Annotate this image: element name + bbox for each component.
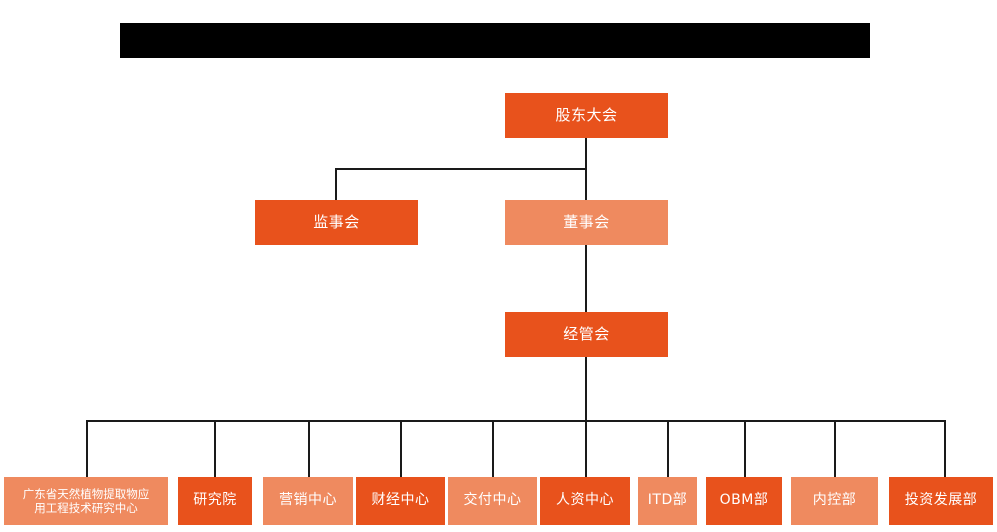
node-obm-department[interactable]: OBM部 (706, 477, 782, 525)
node-itd-department[interactable]: ITD部 (638, 477, 697, 525)
node-management-committee[interactable]: 经管会 (505, 312, 668, 357)
connector-main-bus-departments (86, 420, 946, 422)
node-label-guangdong-research-center: 广东省天然植物提取物应 用工程技术研究中心 (22, 486, 150, 515)
connector-bus-to-board-of-supervisors (335, 168, 337, 201)
node-delivery-center[interactable]: 交付中心 (448, 477, 537, 525)
connector-management-to-main-bus (585, 357, 587, 421)
connector-stub-itd-department (667, 420, 669, 477)
node-label-research-institute: 研究院 (193, 492, 237, 509)
node-label-marketing-center: 营销中心 (279, 492, 337, 509)
node-finance-center[interactable]: 财经中心 (356, 477, 445, 525)
node-hr-center[interactable]: 人资中心 (540, 477, 630, 525)
connector-stub-delivery-center (492, 420, 494, 477)
node-label-management-committee: 经管会 (563, 325, 610, 344)
node-label-internal-control-department: 内控部 (812, 492, 857, 509)
node-marketing-center[interactable]: 营销中心 (263, 477, 353, 525)
connector-stub-guangdong-research-center (86, 420, 88, 477)
node-internal-control-department[interactable]: 内控部 (791, 477, 878, 525)
node-label-obm-department: OBM部 (719, 492, 769, 509)
node-label-board-of-directors: 董事会 (563, 213, 610, 232)
node-investment-development-department[interactable]: 投资发展部 (889, 477, 993, 525)
node-guangdong-research-center[interactable]: 广东省天然植物提取物应 用工程技术研究中心 (4, 477, 168, 525)
node-board-of-directors[interactable]: 董事会 (505, 200, 668, 245)
node-shareholders-meeting[interactable]: 股东大会 (505, 93, 668, 138)
node-label-delivery-center: 交付中心 (463, 492, 522, 509)
connector-shareholders-to-bus (585, 138, 587, 170)
connector-stub-obm-department (744, 420, 746, 477)
node-research-institute[interactable]: 研究院 (178, 477, 252, 525)
connector-directors-to-management (585, 245, 587, 313)
node-board-of-supervisors[interactable]: 监事会 (255, 200, 418, 245)
redacted-title-bar (120, 23, 870, 58)
node-label-hr-center: 人资中心 (556, 492, 614, 509)
connector-bus-level2 (335, 168, 587, 170)
node-label-investment-development-department: 投资发展部 (904, 492, 978, 509)
connector-stub-internal-control-department (834, 420, 836, 477)
connector-stub-finance-center (400, 420, 402, 477)
node-label-finance-center: 财经中心 (371, 492, 430, 509)
connector-stub-research-institute (214, 420, 216, 477)
node-label-shareholders-meeting: 股东大会 (555, 106, 618, 125)
connector-bus-to-board-of-directors (585, 168, 587, 201)
node-label-board-of-supervisors: 监事会 (313, 213, 360, 232)
connector-stub-marketing-center (308, 420, 310, 477)
connector-stub-hr-center (585, 420, 587, 477)
connector-stub-investment-development-department (944, 420, 946, 477)
node-label-itd-department: ITD部 (647, 492, 688, 509)
